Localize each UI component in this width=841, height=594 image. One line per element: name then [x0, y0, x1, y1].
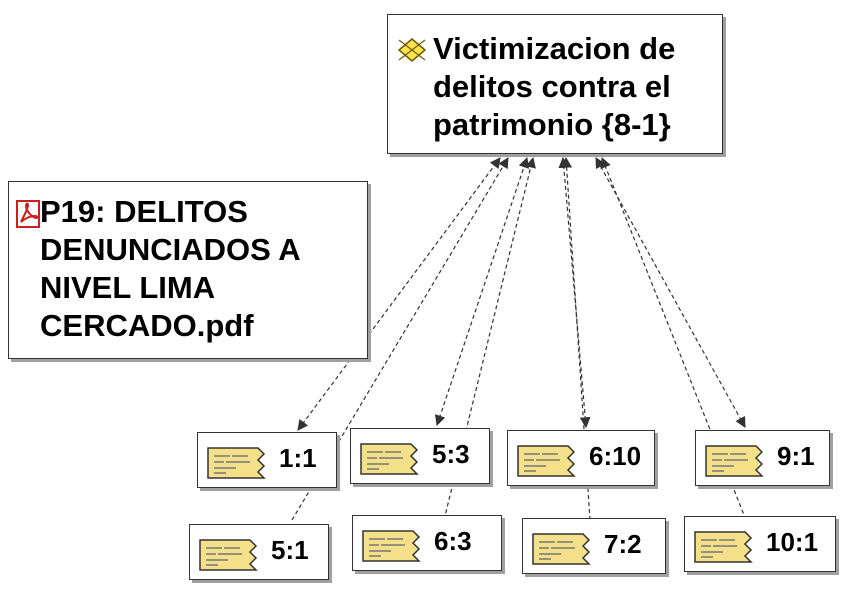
quotation-icon: [531, 532, 591, 566]
quotation-label: 9:1: [777, 441, 815, 471]
diamond-code-icon: [397, 37, 427, 68]
quotation-icon: [693, 530, 753, 564]
edge-5-3: [434, 156, 530, 427]
quotation-icon: [516, 444, 576, 478]
quotation-node-1-1[interactable]: 1:1: [197, 432, 337, 488]
quotation-node-5-3[interactable]: 5:3: [350, 428, 490, 484]
quotation-icon: [361, 529, 421, 563]
edge-6-10: [558, 156, 591, 429]
quotation-node-10-1[interactable]: 10:1: [684, 516, 836, 572]
quotation-node-5-1[interactable]: 5:1: [189, 524, 329, 580]
code-label: Victimizacion de delitos contra el patri…: [433, 31, 676, 142]
quotation-label: 10:1: [766, 527, 819, 557]
quotation-icon: [359, 442, 419, 476]
quotation-icon: [206, 446, 266, 480]
quotation-label: 5:3: [432, 439, 470, 469]
edge-9-1: [595, 157, 746, 428]
quotation-label: 5:1: [271, 535, 309, 565]
quotation-label: 6:10: [589, 441, 642, 471]
quotation-icon: [704, 444, 764, 478]
quotation-icon: [198, 538, 258, 572]
pdf-icon: [16, 200, 40, 233]
quotation-label: 1:1: [279, 443, 317, 473]
edge-7-2: [561, 156, 591, 521]
quotation-label: 7:2: [604, 529, 642, 559]
document-node[interactable]: P19: DELITOS DENUNCIADOS A NIVEL LIMA CE…: [8, 181, 368, 359]
edge-6-3: [443, 156, 536, 521]
quotation-node-6-3[interactable]: 6:3: [352, 515, 502, 571]
quotation-node-9-1[interactable]: 9:1: [695, 430, 830, 486]
quotation-node-7-2[interactable]: 7:2: [522, 518, 666, 574]
quotation-node-6-10[interactable]: 6:10: [507, 430, 655, 486]
quotation-label: 6:3: [434, 526, 472, 556]
code-node[interactable]: Victimizacion de delitos contra el patri…: [387, 14, 723, 154]
document-label: P19: DELITOS DENUNCIADOS A NIVEL LIMA CE…: [40, 194, 301, 343]
